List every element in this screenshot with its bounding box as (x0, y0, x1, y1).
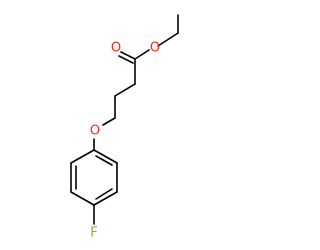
ring-bond-6 (70, 149, 95, 164)
ring-inner-bond-2 (95, 188, 113, 200)
bond-carbonyl-double-2 (118, 55, 134, 64)
bond-ethyl-ch2-ester-o (157, 32, 179, 47)
ring-bond-4 (70, 191, 95, 206)
bond-carbonyl-double-1 (120, 51, 136, 60)
structure-diagram: O O O F (70, 14, 179, 241)
carbonyl-oxygen-label: O (111, 41, 121, 56)
bond-ch2-ch2 (114, 83, 136, 97)
bonds (70, 14, 179, 225)
bond-ch2-ether-o (102, 117, 116, 126)
ring-bond-3 (93, 191, 118, 206)
ring-inner-bond-1 (95, 155, 113, 166)
fluorine-label: F (90, 226, 97, 241)
ring-bond-1 (93, 149, 118, 164)
ether-oxygen-label: O (90, 124, 100, 139)
bond-ester-o-carbonyl-c (134, 49, 150, 60)
ester-oxygen-label: O (150, 41, 160, 56)
atom-labels: O O O F (90, 41, 160, 241)
